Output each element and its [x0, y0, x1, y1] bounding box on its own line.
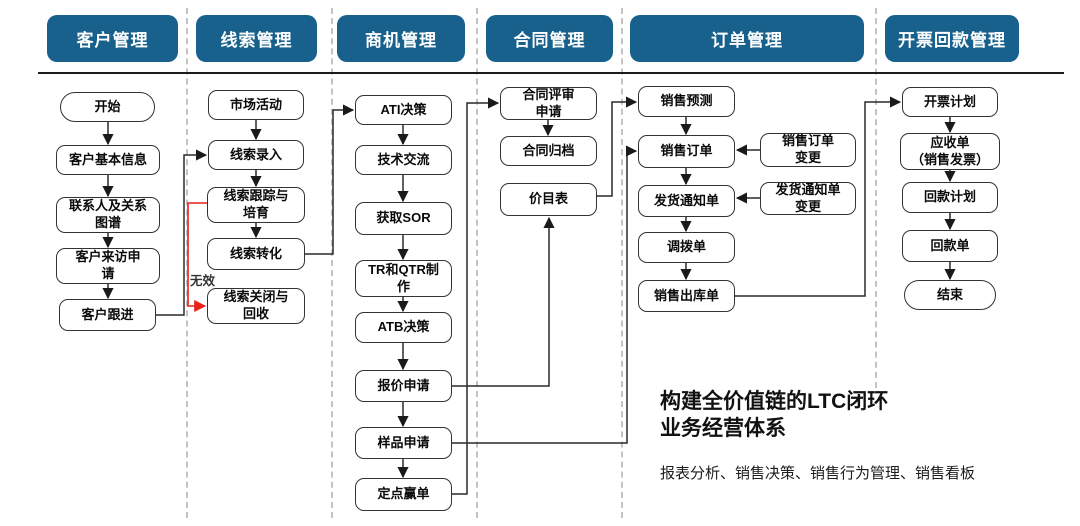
node-sales-forecast: 销售预测 [638, 86, 735, 117]
edge-sample-to-sales-order [452, 145, 638, 444]
header-lead-mgmt: 线索管理 [196, 15, 317, 62]
node-collection-plan: 回款计划 [902, 182, 998, 213]
caption-subtitle: 报表分析、销售决策、销售行为管理、销售看板 [660, 462, 976, 483]
node-quotation-request: 报价申请 [355, 370, 452, 402]
header-order-mgmt: 订单管理 [630, 15, 864, 62]
node-ati-decision: ATI决策 [355, 95, 452, 125]
edge-outbound-to-invoicing-plan [735, 96, 902, 297]
edge-price-list-to-sales-forecast [597, 96, 638, 197]
node-lead-entry: 线索录入 [208, 140, 304, 170]
node-tr-qtr-preparation: TR和QTR制 作 [355, 260, 452, 297]
node-lead-close-recycle: 线索关闭与 回收 [207, 288, 305, 324]
node-collection-doc: 回款单 [902, 230, 998, 262]
node-contract-review-request: 合同评审 申请 [500, 87, 597, 120]
header-contract-mgmt: 合同管理 [486, 15, 613, 62]
node-start: 开始 [60, 92, 155, 122]
edge-design-win-to-contract-review [452, 97, 500, 495]
node-customer-follow-up: 客户跟进 [59, 299, 156, 331]
column-separator-2 [331, 8, 333, 518]
node-contacts-relationship-map: 联系人及关系 图谱 [56, 197, 160, 233]
node-lead-tracking-nurturing: 线索跟踪与 培育 [207, 187, 305, 223]
column-separator-4 [621, 8, 623, 518]
header-invoicing-collection-mgmt: 开票回款管理 [885, 15, 1019, 62]
node-sales-order-change: 销售订单 变更 [760, 133, 856, 167]
header-divider-line [38, 72, 1064, 74]
node-transfer-order: 调拨单 [638, 232, 735, 263]
header-customer-mgmt: 客户管理 [47, 15, 178, 62]
column-separator-1 [186, 8, 188, 518]
node-sales-outbound-order: 销售出库单 [638, 280, 735, 312]
edge-quotation-to-price-list [452, 216, 555, 387]
node-receivable-doc: 应收单 （销售发票） [900, 133, 1000, 170]
edge-label-invalid: 无效 [190, 274, 216, 288]
node-sales-order: 销售订单 [638, 135, 735, 168]
edge-follow-up-to-lead-entry [156, 149, 208, 316]
node-customer-basic-info: 客户基本信息 [56, 145, 160, 175]
edge-invalid-lead-to-close-recycle [187, 202, 207, 312]
header-opportunity-mgmt: 商机管理 [337, 15, 465, 62]
caption-title: 构建全价值链的LTC闭环 业务经营体系 [660, 388, 889, 442]
node-market-activity: 市场活动 [208, 90, 304, 120]
node-technical-exchange: 技术交流 [355, 145, 452, 175]
node-lead-conversion: 线索转化 [207, 238, 305, 270]
column-separator-5 [875, 8, 877, 388]
node-sample-request: 样品申请 [355, 427, 452, 459]
node-invoicing-plan: 开票计划 [902, 87, 998, 117]
node-obtain-sor: 获取SOR [355, 202, 452, 235]
node-price-list: 价目表 [500, 183, 597, 216]
node-delivery-notice: 发货通知单 [638, 185, 735, 217]
column-separator-3 [476, 8, 478, 518]
node-delivery-notice-change: 发货通知单 变更 [760, 182, 856, 215]
node-end: 结束 [904, 280, 996, 310]
node-atb-decision: ATB决策 [355, 312, 452, 343]
node-contract-archive: 合同归档 [500, 136, 597, 166]
node-customer-visit-request: 客户来访申 请 [56, 248, 160, 284]
node-design-win: 定点赢单 [355, 478, 452, 511]
edge-lead-conversion-to-ati-decision [305, 104, 355, 255]
